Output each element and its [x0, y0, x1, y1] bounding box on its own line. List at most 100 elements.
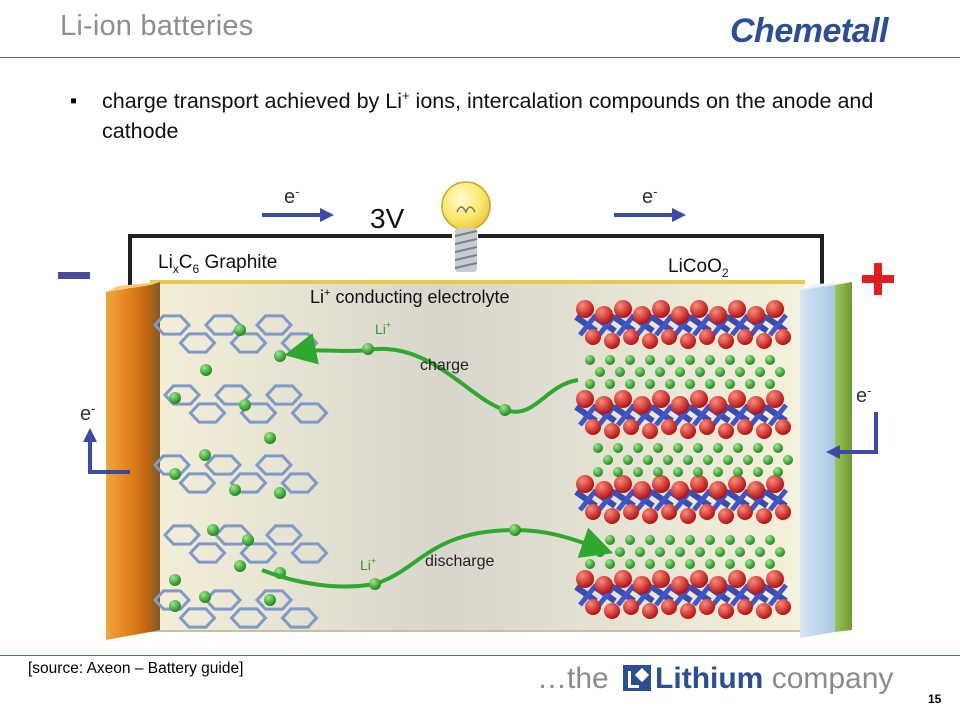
cobalt-oxygen-bond [768, 583, 788, 607]
li-ion [665, 559, 675, 569]
li-ion [745, 535, 755, 545]
li-ion [585, 559, 595, 569]
li-ion [735, 367, 745, 377]
oxygen-atom [766, 475, 784, 493]
oxygen-atom [661, 419, 677, 435]
cobalt-oxygen-bond [578, 313, 598, 337]
li-ion [625, 379, 635, 389]
footer-rule [0, 655, 960, 656]
graphite-hexagon [239, 542, 278, 564]
li-ion [633, 443, 643, 453]
li-ion [685, 379, 695, 389]
graphite-hexagon [290, 542, 329, 564]
oxygen-atom [604, 603, 620, 619]
oxygen-atom [747, 396, 765, 414]
oxygen-atom [718, 603, 734, 619]
li-ion [745, 379, 755, 389]
li-ion [635, 547, 645, 557]
li-ion [595, 367, 605, 377]
graphite-hexagon [254, 454, 294, 476]
li-ion [753, 467, 763, 477]
oxygen-atom [661, 504, 677, 520]
li-ion [765, 535, 775, 545]
oxygen-atom [699, 419, 715, 435]
graphite-hexagon [229, 472, 268, 494]
oxygen-atom [652, 570, 670, 588]
oxygen-atom [709, 576, 727, 594]
li-ion [625, 535, 635, 545]
graphite-hexagon [280, 607, 319, 629]
oxygen-atom [737, 504, 753, 520]
li-ion [725, 535, 735, 545]
slide-title: Li-ion batteries [60, 10, 254, 42]
li-ion [169, 574, 181, 586]
li-ion [743, 455, 753, 465]
graphite-hexagon [239, 402, 278, 424]
oxygen-atom [756, 508, 772, 524]
oxygen-atom [585, 419, 601, 435]
oxygen-atom [709, 306, 727, 324]
oxygen-atom [737, 419, 753, 435]
li-ion [693, 467, 703, 477]
oxygen-atom [633, 306, 651, 324]
li-ion [725, 355, 735, 365]
li-ion [264, 432, 276, 444]
oxygen-atom [585, 599, 601, 615]
li-ion [665, 355, 675, 365]
light-bulb-icon [441, 181, 491, 272]
discharge-label: discharge [425, 553, 494, 570]
li-ion [725, 559, 735, 569]
licoo2-layers [574, 300, 791, 619]
li-ion [605, 379, 615, 389]
li-ion [645, 535, 655, 545]
li-ion [725, 379, 735, 389]
discharge-path [261, 527, 614, 589]
electron-arrow-left [262, 208, 334, 222]
li-ion [593, 443, 603, 453]
li-ion [783, 455, 793, 465]
li-ion [615, 367, 625, 377]
oxygen-atom [690, 570, 708, 588]
li-ion [713, 443, 723, 453]
li-ion [274, 350, 286, 362]
oxygen-atom [671, 396, 689, 414]
li-ion [735, 547, 745, 557]
oxygen-atom [766, 300, 784, 318]
graphite-hexagon [264, 524, 304, 546]
graphite-hexagon [178, 332, 217, 354]
oxygen-atom [766, 570, 784, 588]
li-ion [603, 455, 613, 465]
li-ion [645, 559, 655, 569]
electron-arrow-anode-side [88, 440, 130, 474]
oxygen-atom [775, 504, 791, 520]
li-ion [673, 443, 683, 453]
lithium-company-tagline: …the Lithium company [537, 662, 894, 695]
cathode-li-ions [585, 355, 793, 569]
li-ion [753, 443, 763, 453]
li-ion [715, 547, 725, 557]
cobalt-oxygen-bond [616, 583, 636, 607]
cobalt-oxygen-bond [730, 583, 750, 607]
header-rule [0, 57, 960, 58]
li-ion [653, 443, 663, 453]
graphite-hexagon [290, 402, 329, 424]
anode-li-ions [169, 324, 286, 612]
li-ion [623, 455, 633, 465]
li-ion [625, 355, 635, 365]
li-ion [625, 559, 635, 569]
li-ion [685, 355, 695, 365]
discharge-ion-label: Li+ [360, 556, 376, 573]
oxygen-atom [642, 603, 658, 619]
graphite-hexagon [254, 314, 294, 336]
cathode-material-label: LiCoO2 [668, 256, 729, 280]
oxygen-atom [614, 390, 632, 408]
electron-label-top-right: e- [642, 184, 657, 208]
graphite-hexagon [152, 314, 192, 336]
cobalt-oxygen-bond [616, 313, 636, 337]
oxygen-atom [585, 504, 601, 520]
li-ion [605, 535, 615, 545]
oxygen-atom [775, 599, 791, 615]
oxygen-atom [623, 419, 639, 435]
graphite-hexagon [188, 542, 227, 564]
oxygen-atom [709, 481, 727, 499]
